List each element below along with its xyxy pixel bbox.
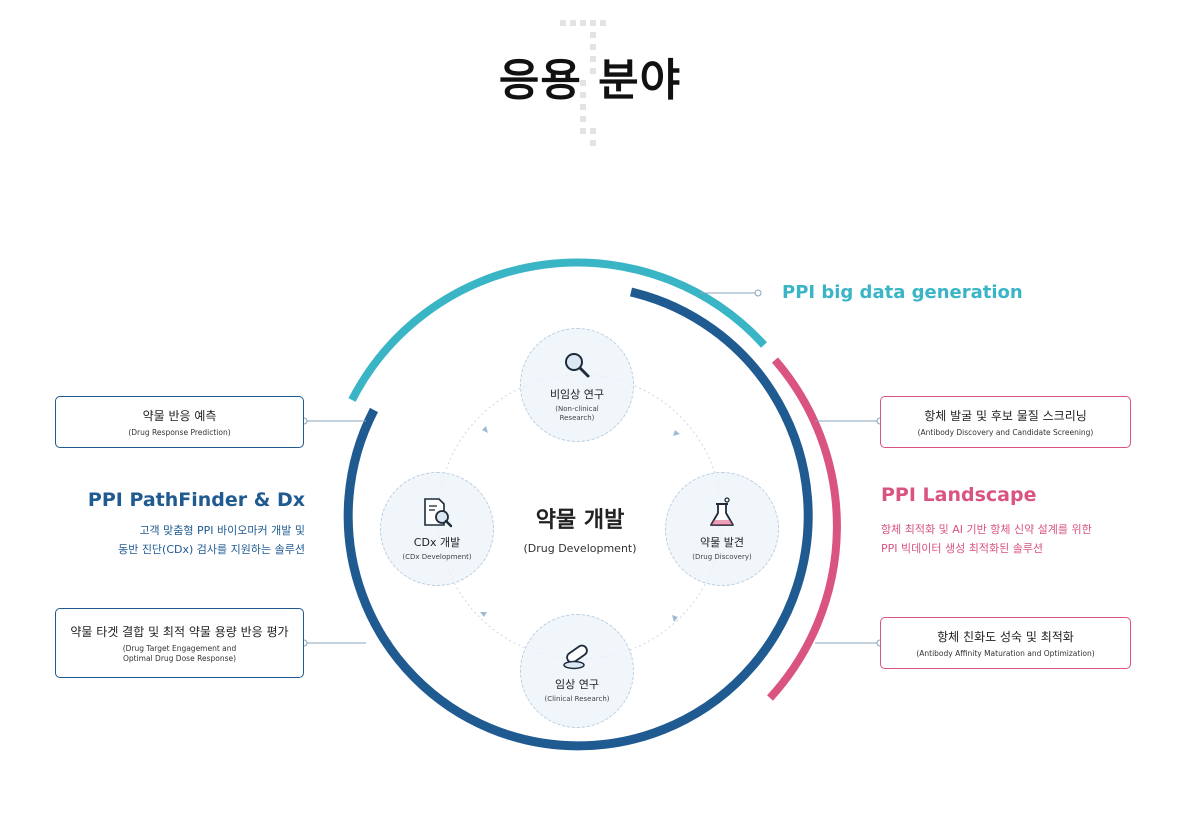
node-cdx: CDx 개발 (CDx Development) <box>380 472 494 586</box>
box-subtitle: (Drug Response Prediction) <box>128 427 231 437</box>
node-non-clinical: 비임상 연구 (Non-clinical Research) <box>520 328 634 442</box>
flask-icon <box>710 497 734 527</box>
magnifier-icon <box>565 352 590 378</box>
drug-target-box: 약물 타겟 결합 및 최적 약물 용량 반응 평가 (Drug Target E… <box>55 608 304 678</box>
node-title: CDx 개발 <box>413 536 461 550</box>
box-title: 약물 타겟 결합 및 최적 약물 용량 반응 평가 <box>70 624 289 639</box>
box-title: 약물 반응 예측 <box>142 408 217 423</box>
center-title: 약물 개발 <box>535 508 625 533</box>
landscape-title: PPI Landscape <box>881 484 1037 506</box>
node-title: 임상 연구 <box>555 678 599 692</box>
page-title: 응용 분야 <box>498 55 682 106</box>
landscape-desc-line2: PPI 빅데이터 생성 최적화된 솔루션 <box>881 542 1044 556</box>
big-data-arc <box>348 258 767 402</box>
title-decoration-dots <box>560 20 606 146</box>
antibody-discovery-box: 항체 발굴 및 후보 물질 스크리닝 (Antibody Discovery a… <box>880 396 1131 448</box>
antibody-affinity-box: 항체 친화도 성숙 및 최적화 (Antibody Affinity Matur… <box>880 617 1131 669</box>
node-title: 비임상 연구 <box>549 387 605 401</box>
center-label: 약물 개발 (Drug Development) <box>500 502 660 555</box>
drug-response-box: 약물 반응 예측 (Drug Response Prediction) <box>55 396 304 448</box>
pathfinder-section: PPI PathFinder & Dx 고객 맞춤형 PPI 바이오마커 개발 … <box>0 489 305 560</box>
box-subtitle-line2: Optimal Drug Dose Response) <box>122 653 237 663</box>
landscape-section: PPI Landscape 항체 최적화 및 AI 기반 항체 신약 설계를 위… <box>881 484 1171 559</box>
node-subtitle: (Drug Discovery) <box>692 553 752 562</box>
node-subtitle: (Clinical Research) <box>544 695 610 704</box>
node-clinical: 임상 연구 (Clinical Research) <box>520 614 634 728</box>
box-subtitle: (Antibody Discovery and Candidate Screen… <box>917 427 1094 437</box>
center-subtitle: (Drug Development) <box>523 542 637 555</box>
pathfinder-arc <box>343 287 813 751</box>
pathfinder-desc-line1: 고객 맞춤형 PPI 바이오마커 개발 및 <box>139 524 305 537</box>
landscape-desc-line1: 항체 최적화 및 AI 기반 항체 신약 설계를 위한 <box>881 523 1092 536</box>
box-title: 항체 친화도 성숙 및 최적화 <box>937 629 1074 644</box>
node-subtitle: (Non-clinical Research) <box>555 404 599 422</box>
cycle-arrows <box>480 426 680 622</box>
big-data-label: PPI big data generation <box>782 282 1023 303</box>
node-title: 약물 발견 <box>700 536 744 550</box>
box-title: 항체 발굴 및 후보 물질 스크리닝 <box>924 408 1087 423</box>
pathfinder-desc-line2: 동반 진단(CDx) 검사를 지원하는 솔루션 <box>118 543 305 557</box>
node-drug-discovery: 약물 발견 (Drug Discovery) <box>665 472 779 586</box>
pathfinder-title: PPI PathFinder & Dx <box>87 489 305 511</box>
node-subtitle: (CDx Development) <box>402 553 472 562</box>
document-search-icon <box>424 498 453 528</box>
box-subtitle: (Antibody Affinity Maturation and Optimi… <box>916 648 1095 658</box>
box-subtitle-line1: (Drug Target Engagement and <box>122 643 237 653</box>
landscape-arc <box>767 357 841 701</box>
pill-icon <box>563 644 588 670</box>
